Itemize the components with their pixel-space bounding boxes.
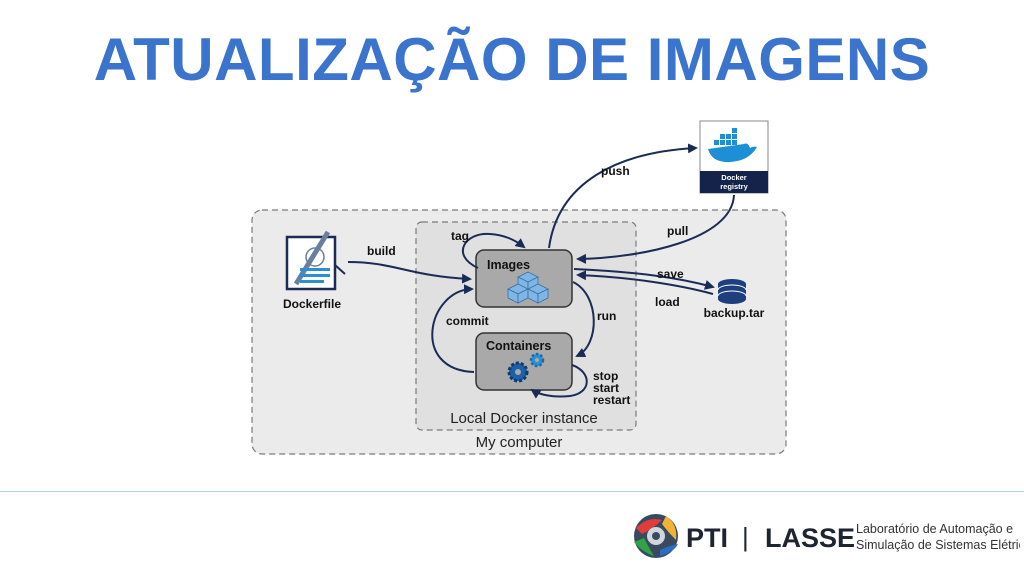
restart-label: restart [593,393,630,407]
push-label: push [601,164,630,178]
pti-text: PTI [686,523,728,553]
registry-label-line1: Docker [721,173,747,182]
save-arrow [573,268,715,290]
tag-arrow [461,232,526,269]
lasse-text: LASSE [765,523,855,553]
lasse-description-line1: Laboratório de Automação e [856,522,1013,536]
run-label: run [597,309,616,323]
containers-node [475,332,573,391]
build-arrow [347,261,472,284]
run-arrow [572,281,595,358]
local-docker-instance-label: Local Docker instance [450,410,598,427]
commit-arrow [431,284,475,373]
start-label: start [593,381,619,395]
containers-label: Containers [486,339,551,353]
image-layers-icon [507,271,549,304]
commit-label: commit [446,314,489,328]
footer-separator: | [742,522,749,552]
registry-label-line2: registry [720,182,748,191]
lasse-description-line2: Simulação de Sistemas Elétricos [856,538,1020,552]
backup-tar-icon [717,279,747,304]
save-label: save [657,267,684,281]
footer-divider [0,491,1024,492]
push-arrow [548,143,698,249]
docker-workflow-diagram: My computer Local Docker instance Images… [251,120,787,455]
images-label: Images [487,258,530,272]
stop-start-restart-arrow [530,364,588,399]
load-label: load [655,295,680,309]
footer-logos: PTI | LASSE Laboratório de Automação e S… [634,514,1020,558]
gears-icon [507,352,545,383]
docker-registry-icon [699,120,769,194]
dockerfile-label: Dockerfile [283,297,341,311]
backup-tar-label: backup.tar [704,306,765,320]
build-label: build [367,244,396,258]
dockerfile-icon [285,230,346,291]
tag-label: tag [451,229,469,243]
my-computer-label: My computer [476,434,563,451]
pull-arrow [576,194,735,264]
load-arrow [576,270,714,295]
pull-label: pull [667,224,688,238]
stop-label: stop [593,369,618,383]
pti-globe-logo [634,514,678,558]
page-title: ATUALIZAÇÃO DE IMAGENS [93,26,931,93]
